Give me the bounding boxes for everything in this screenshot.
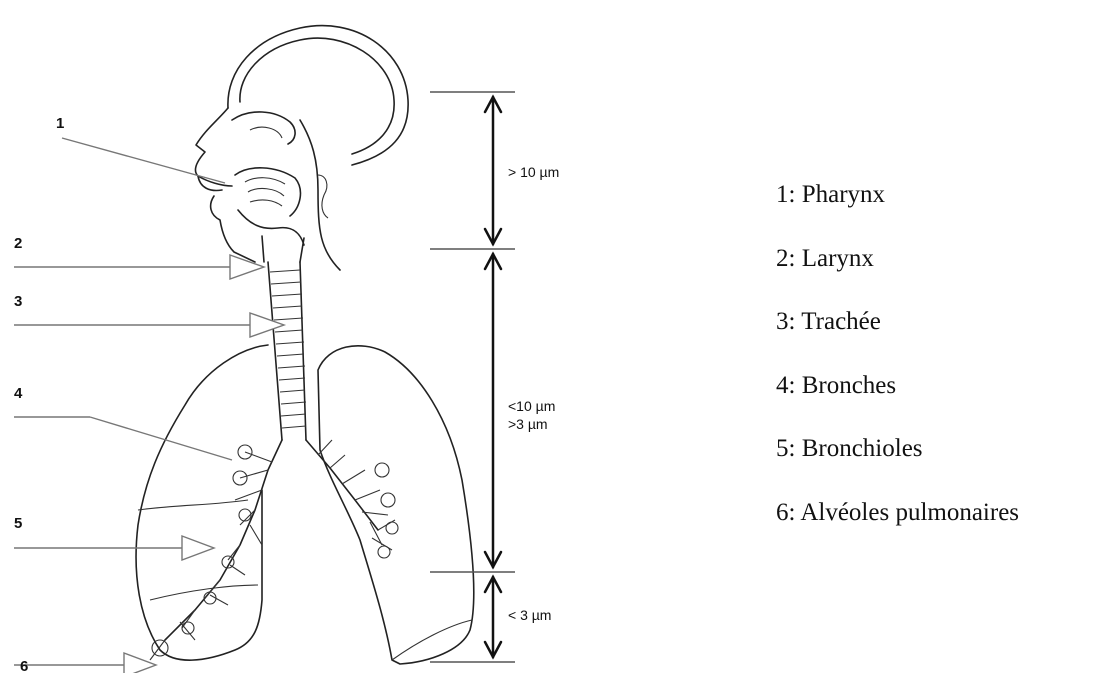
double-arrow-zone-3 bbox=[485, 577, 501, 657]
marker-2: 2 bbox=[14, 235, 22, 252]
legend-item-pharynx: 1: Pharynx bbox=[776, 173, 1101, 237]
legend-item-larynx: 2: Larynx bbox=[776, 237, 1101, 301]
marker-3: 3 bbox=[14, 293, 22, 310]
legend-separator: : bbox=[789, 308, 802, 335]
legend-name: Alvéoles pulmonaires bbox=[800, 499, 1019, 526]
marker-4: 4 bbox=[14, 385, 23, 402]
double-arrow-zone-2 bbox=[485, 254, 501, 567]
legend-separator: : bbox=[789, 499, 801, 526]
left-lung-drawing bbox=[136, 345, 268, 660]
zone-3-size-label: < 3 µm bbox=[508, 607, 551, 623]
legend: 1: Pharynx 2: Larynx 3: Trachée 4: Bronc… bbox=[776, 173, 1101, 554]
legend-name: Larynx bbox=[802, 245, 874, 272]
legend-number: 2 bbox=[776, 245, 789, 272]
right-lung-drawing bbox=[318, 346, 474, 664]
legend-item-bronchioles: 5: Bronchioles bbox=[776, 427, 1101, 491]
marker-1: 1 bbox=[56, 115, 64, 132]
legend-number: 6 bbox=[776, 499, 789, 526]
pointer-arrow-6 bbox=[14, 653, 156, 673]
trachea-drawing bbox=[268, 262, 306, 440]
size-zone-scale: > 10 µm <10 µm >3 µm < 3 µm bbox=[430, 92, 559, 662]
legend-name: Bronches bbox=[802, 372, 896, 399]
legend-separator: : bbox=[789, 245, 802, 272]
double-arrow-zone-1 bbox=[485, 97, 501, 244]
pointer-arrow-3 bbox=[14, 313, 284, 337]
legend-number: 5 bbox=[776, 435, 789, 462]
head-profile-drawing bbox=[196, 26, 409, 270]
legend-separator: : bbox=[789, 372, 802, 399]
legend-name: Pharynx bbox=[802, 181, 885, 208]
legend-item-bronches: 4: Bronches bbox=[776, 364, 1101, 428]
pointer-arrow-2 bbox=[14, 255, 264, 279]
zone-1-size-label: > 10 µm bbox=[508, 164, 559, 180]
legend-number: 4 bbox=[776, 372, 789, 399]
marker-6: 6 bbox=[20, 658, 28, 673]
pointer-arrow-5 bbox=[14, 536, 214, 560]
pointer-arrow-4 bbox=[14, 417, 232, 460]
legend-number: 3 bbox=[776, 308, 789, 335]
legend-name: Trachée bbox=[801, 308, 881, 335]
zone-2-size-label-line-1: <10 µm bbox=[508, 398, 555, 414]
pointer-arrow-1 bbox=[62, 138, 225, 183]
legend-item-trachee: 3: Trachée bbox=[776, 300, 1101, 364]
legend-number: 1 bbox=[776, 181, 789, 208]
marker-5: 5 bbox=[14, 515, 22, 532]
zone-2-size-label-line-2: >3 µm bbox=[508, 416, 548, 432]
legend-name: Bronchioles bbox=[802, 435, 923, 462]
legend-separator: : bbox=[789, 435, 802, 462]
legend-item-alveoles: 6: Alvéoles pulmonaires bbox=[776, 491, 1101, 555]
legend-separator: : bbox=[789, 181, 802, 208]
